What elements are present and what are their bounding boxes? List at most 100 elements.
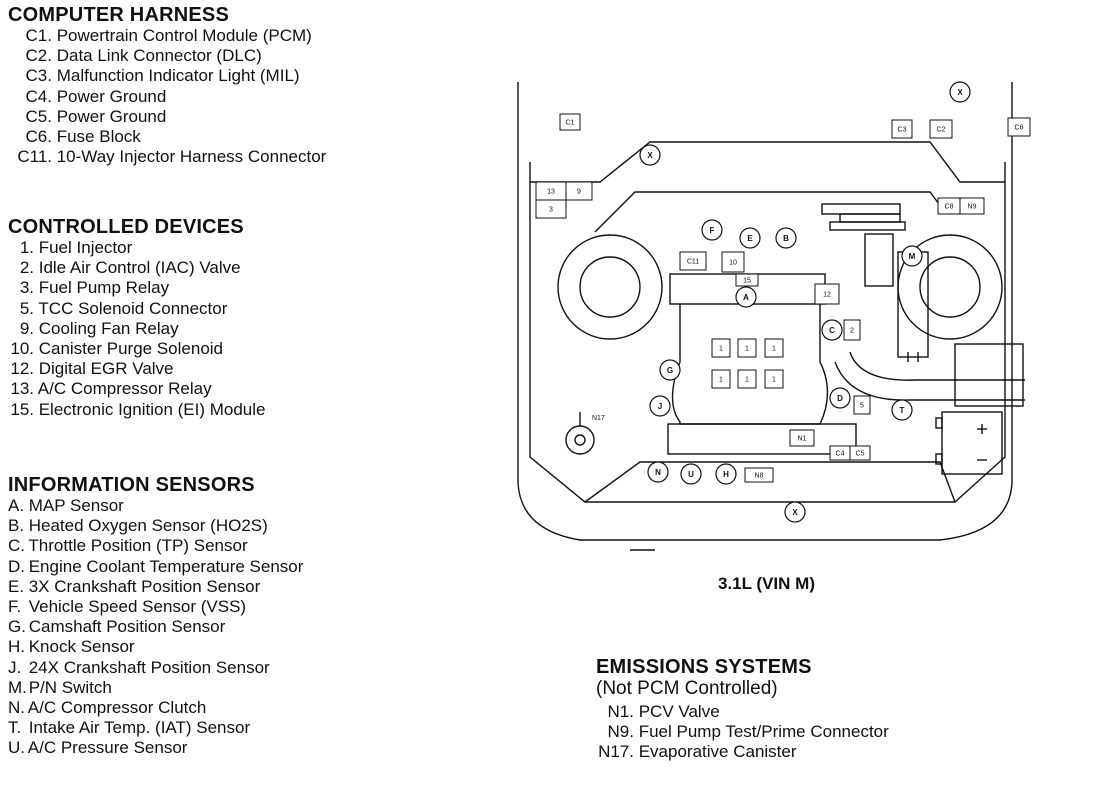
list-item: N9. Fuel Pump Test/Prime Connector — [596, 722, 889, 742]
list-item: M. P/N Switch — [8, 678, 303, 698]
list-item: 10. Canister Purge Solenoid — [8, 339, 266, 359]
emissions-systems-subtitle: (Not PCM Controlled) — [596, 678, 778, 699]
list-item: E. 3X Crankshaft Position Sensor — [8, 577, 303, 597]
item-text: P/N Switch — [24, 677, 112, 697]
item-code: C11. — [17, 147, 52, 167]
computer-harness-list: C1. Powertrain Control Module (PCM)C2. D… — [8, 26, 326, 167]
item-text: A/C Pressure Sensor — [24, 738, 188, 758]
list-item: T. Intake Air Temp. (IAT) Sensor — [8, 718, 303, 738]
list-item: A. MAP Sensor — [8, 496, 303, 516]
item-text: 24X Crankshaft Position Sensor — [24, 657, 270, 677]
sensor-label: E — [747, 234, 753, 243]
item-text: Fuel Pump Test/Prime Connector — [634, 722, 889, 742]
sensor-marker: G — [659, 359, 681, 381]
item-text: Power Ground — [52, 106, 167, 126]
item-code: T. — [8, 718, 22, 738]
connector-box: C4 — [829, 445, 851, 461]
item-text: 10-Way Injector Harness Connector — [52, 147, 327, 167]
item-text: A/C Compressor Relay — [34, 379, 212, 399]
sensor-label: C — [829, 326, 835, 335]
item-text: Fuel Pump Relay — [34, 278, 170, 298]
connector-box: 5 — [853, 395, 871, 415]
item-code: M. — [8, 677, 27, 697]
connector-label: 9 — [577, 189, 581, 196]
item-text: Data Link Connector (DLC) — [52, 46, 262, 66]
item-code: 10. — [10, 339, 34, 359]
computer-harness-section: COMPUTER HARNESS C1. Powertrain Control … — [8, 4, 326, 167]
sensor-marker: A — [735, 286, 757, 308]
item-text: PCV Valve — [634, 702, 720, 721]
connector-box: 12 — [814, 283, 840, 305]
emissions-systems-section: EMISSIONS SYSTEMS (Not PCM Controlled) N… — [596, 656, 889, 763]
list-item: N. A/C Compressor Clutch — [8, 698, 303, 718]
connector-label: N9 — [968, 204, 977, 211]
sensor-label: F — [710, 226, 715, 235]
item-code: 15. — [10, 399, 34, 419]
item-code: 12. — [10, 359, 34, 379]
connector-box: C8 — [937, 197, 961, 215]
connector-label: C11 — [687, 259, 699, 266]
sensor-marker: H — [715, 463, 737, 485]
item-code: 13. — [10, 379, 34, 399]
connector-label: N8 — [755, 473, 764, 480]
connector-box: N1 — [789, 429, 815, 447]
sensor-marker: J — [649, 395, 671, 417]
inner-tray — [529, 162, 1006, 503]
item-text: Evaporative Canister — [634, 742, 797, 762]
item-text: Malfunction Indicator Light (MIL) — [52, 66, 300, 86]
connector-label: 1 — [719, 377, 723, 384]
connector-label: C1 — [566, 120, 575, 127]
connector-box: 1 — [764, 369, 784, 389]
item-text: Intake Air Temp. (IAT) Sensor — [24, 718, 251, 738]
list-item: D. Engine Coolant Temperature Sensor — [8, 557, 303, 577]
sensor-label: X — [647, 151, 653, 160]
list-item: C5. Power Ground — [8, 107, 326, 127]
item-text: Heated Oxygen Sensor (HO2S) — [24, 516, 268, 536]
list-item: C6. Fuse Block — [8, 127, 326, 147]
connector-label: C6 — [1015, 125, 1024, 132]
item-text: Canister Purge Solenoid — [34, 339, 224, 359]
connector-label: C8 — [945, 204, 954, 211]
item-code: C. — [8, 536, 25, 556]
item-code: C5. — [25, 106, 52, 126]
sensor-marker: E — [739, 227, 761, 249]
connector-box: 1 — [711, 338, 731, 358]
item-text: 3X Crankshaft Position Sensor — [24, 576, 261, 596]
item-code: C6. — [25, 127, 52, 147]
connector-label: C5 — [856, 451, 865, 458]
sensor-label: U — [688, 470, 694, 479]
sensor-marker: X — [639, 144, 661, 166]
connector-label: 13 — [547, 189, 555, 196]
connector-label: 3 — [549, 207, 553, 214]
item-code: 3. — [19, 278, 34, 298]
sensor-label: N — [655, 468, 661, 477]
sensor-label: X — [957, 88, 963, 97]
list-item: G. Camshaft Position Sensor — [8, 617, 303, 637]
connector-box: 1 — [737, 369, 757, 389]
sensor-marker: U — [680, 463, 702, 485]
item-code: C4. — [25, 86, 52, 106]
item-code: C3. — [25, 66, 52, 86]
item-text: Powertrain Control Module (PCM) — [52, 26, 312, 45]
connector-label: 10 — [729, 260, 737, 267]
connector-label: 5 — [860, 403, 864, 410]
item-text: Power Ground — [52, 86, 167, 106]
list-item: 15. Electronic Ignition (EI) Module — [8, 399, 266, 420]
sensor-label: H — [723, 470, 729, 479]
sensor-marker: M — [901, 245, 923, 267]
item-text: Fuse Block — [52, 127, 141, 147]
sensor-label: B — [783, 234, 789, 243]
list-item: 1. Fuel Injector — [8, 238, 266, 258]
item-text: Electronic Ignition (EI) Module — [34, 399, 266, 419]
list-item: N1. PCV Valve — [596, 702, 889, 722]
connector-box: C3 — [891, 119, 913, 139]
connector-box: 10 — [721, 251, 745, 273]
item-code: H. — [8, 637, 25, 657]
item-code: N17. — [598, 742, 634, 762]
list-item: B. Heated Oxygen Sensor (HO2S) — [8, 516, 303, 536]
list-item: 3. Fuel Pump Relay — [8, 278, 266, 298]
